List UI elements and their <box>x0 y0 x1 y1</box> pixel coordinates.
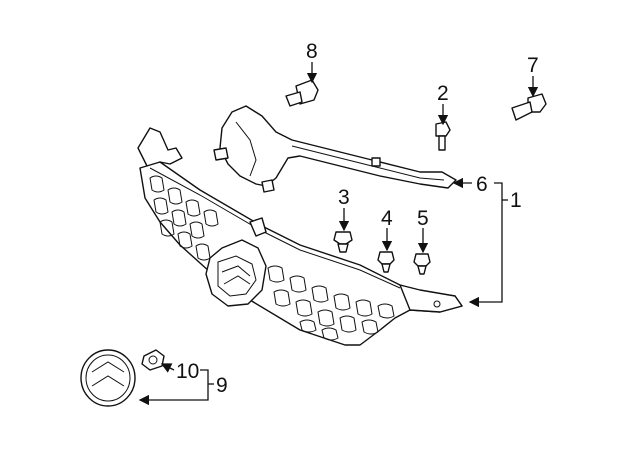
callout-labels: 8 2 7 3 4 5 6 1 10 9 <box>176 40 539 397</box>
emblem-9-icon <box>80 349 136 407</box>
callout-2: 2 <box>437 82 449 105</box>
leader-lines <box>138 62 539 406</box>
callout-7: 7 <box>527 54 539 77</box>
callout-9: 9 <box>216 374 228 397</box>
callout-4: 4 <box>381 207 393 230</box>
callout-3: 3 <box>338 186 350 209</box>
nut-10-icon <box>141 349 165 371</box>
callout-6: 6 <box>476 173 488 196</box>
clip-4-icon <box>377 251 395 273</box>
bolt-2-icon <box>435 121 451 151</box>
callout-5: 5 <box>417 207 429 230</box>
callout-10: 10 <box>176 360 199 383</box>
callout-8: 8 <box>306 40 318 63</box>
clip-3-icon <box>333 231 353 253</box>
grille-assembly <box>137 127 463 346</box>
upper-bracket <box>213 105 457 193</box>
clip-5-icon <box>413 253 431 275</box>
bolt-7-icon <box>511 93 547 121</box>
callout-1: 1 <box>510 189 522 212</box>
bolt-8-icon <box>285 79 319 107</box>
